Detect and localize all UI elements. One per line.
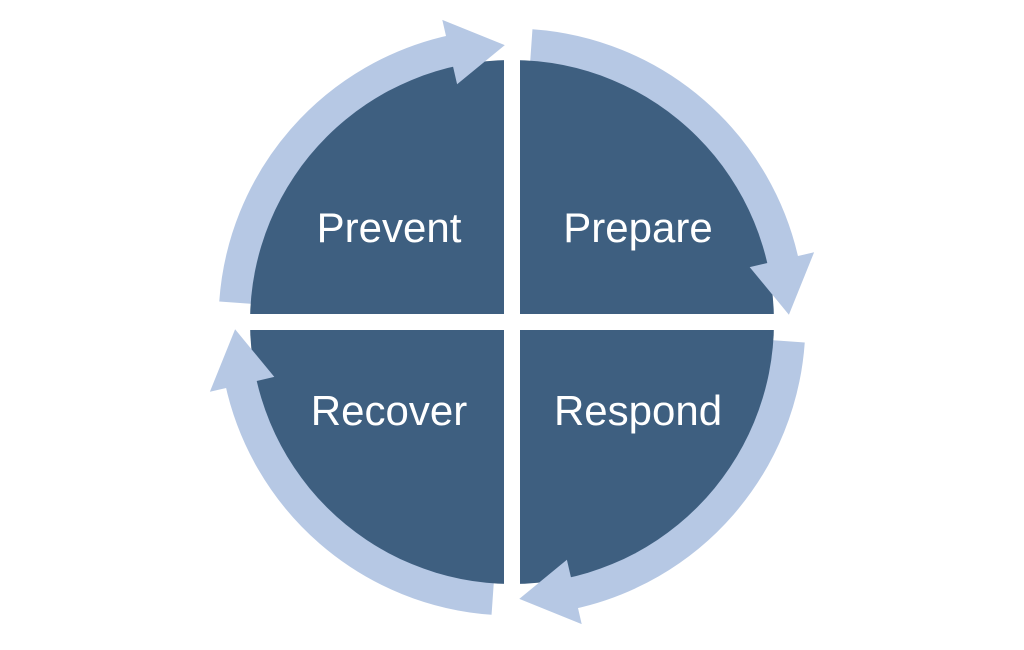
clockwise-arrow-right-icon: [749, 252, 815, 315]
clockwise-arrow-bottom-icon: [519, 559, 582, 625]
quadrant-divider-vertical: [504, 20, 520, 624]
cycle-ring: [219, 29, 805, 615]
quadrant-label-respond: Respond: [554, 387, 722, 434]
ring-arc-left-to-top: [219, 34, 458, 304]
quadrant-label-prepare: Prepare: [563, 204, 712, 251]
ring-arc-top-to-right: [530, 29, 800, 268]
ring-arc-right-to-bottom: [566, 340, 805, 610]
quadrant-label-prevent: Prevent: [317, 204, 462, 251]
ring-arc-bottom-to-left: [224, 376, 494, 615]
quadrant-label-recover: Recover: [311, 387, 467, 434]
clockwise-arrow-left-icon: [209, 329, 275, 392]
clockwise-arrow-top-icon: [442, 19, 505, 85]
